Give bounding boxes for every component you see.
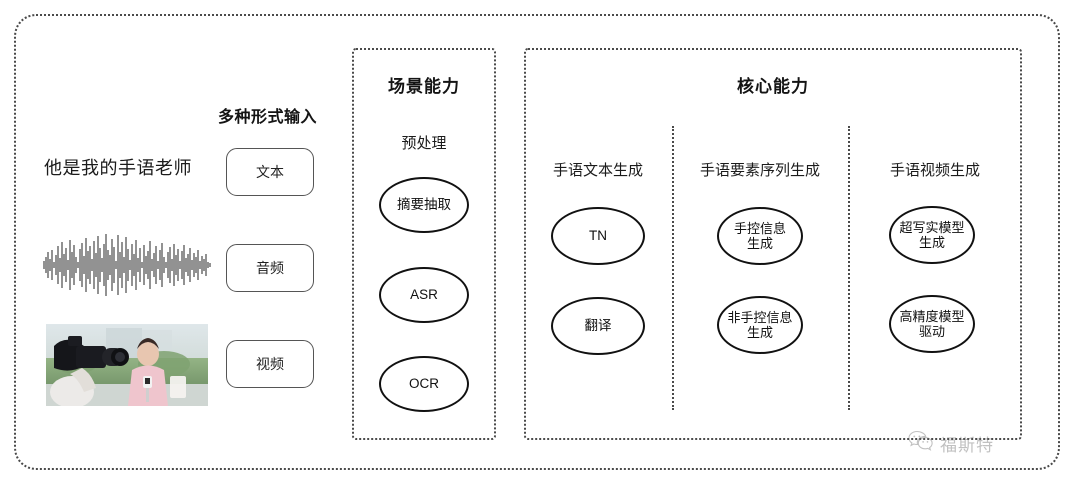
modality-chip-text[interactable]: 文本 <box>226 148 314 196</box>
node-translation[interactable]: 翻译 <box>551 297 645 355</box>
sample-input-text: 他是我的手语老师 <box>44 158 192 178</box>
modality-chip-audio[interactable]: 音频 <box>226 244 314 292</box>
outer-dashed-frame <box>14 14 1060 470</box>
watermark-text: 福斯特 <box>940 436 994 455</box>
watermark: 福斯特 <box>908 430 994 457</box>
inputs-heading: 多种形式输入 <box>218 109 318 126</box>
core-column-heading-sign-text: 手语文本生成 <box>552 162 643 179</box>
node-hyperrealistic-model-generation[interactable]: 超写实模型生成 <box>889 206 975 264</box>
modality-chip-video[interactable]: 视频 <box>226 340 314 388</box>
core-capability-panel: 核心能力 <box>524 48 1022 440</box>
node-asr[interactable]: ASR <box>379 267 469 323</box>
node-manual-info-generation[interactable]: 手控信息生成 <box>717 207 803 265</box>
scene-column-heading-preprocess: 预处理 <box>401 135 447 152</box>
core-column-heading-sign-video: 手语视频生成 <box>889 162 980 179</box>
scene-capability-panel: 场景能力 <box>352 48 496 440</box>
core-column-heading-element-sequence: 手语要素序列生成 <box>699 162 820 179</box>
node-ocr[interactable]: OCR <box>379 356 469 412</box>
video-thumbnail-image <box>46 324 208 406</box>
node-tn[interactable]: TN <box>551 207 645 265</box>
wechat-icon <box>908 430 934 457</box>
core-column-divider-2 <box>848 126 850 410</box>
node-non-manual-info-generation[interactable]: 非手控信息生成 <box>717 296 803 354</box>
node-high-precision-model-driving[interactable]: 高精度模型驱动 <box>889 295 975 353</box>
scene-panel-title: 场景能力 <box>388 77 460 96</box>
core-column-divider-1 <box>672 126 674 410</box>
audio-waveform-image <box>40 232 212 298</box>
node-summary-extraction[interactable]: 摘要抽取 <box>379 177 469 233</box>
core-panel-title: 核心能力 <box>737 77 809 96</box>
